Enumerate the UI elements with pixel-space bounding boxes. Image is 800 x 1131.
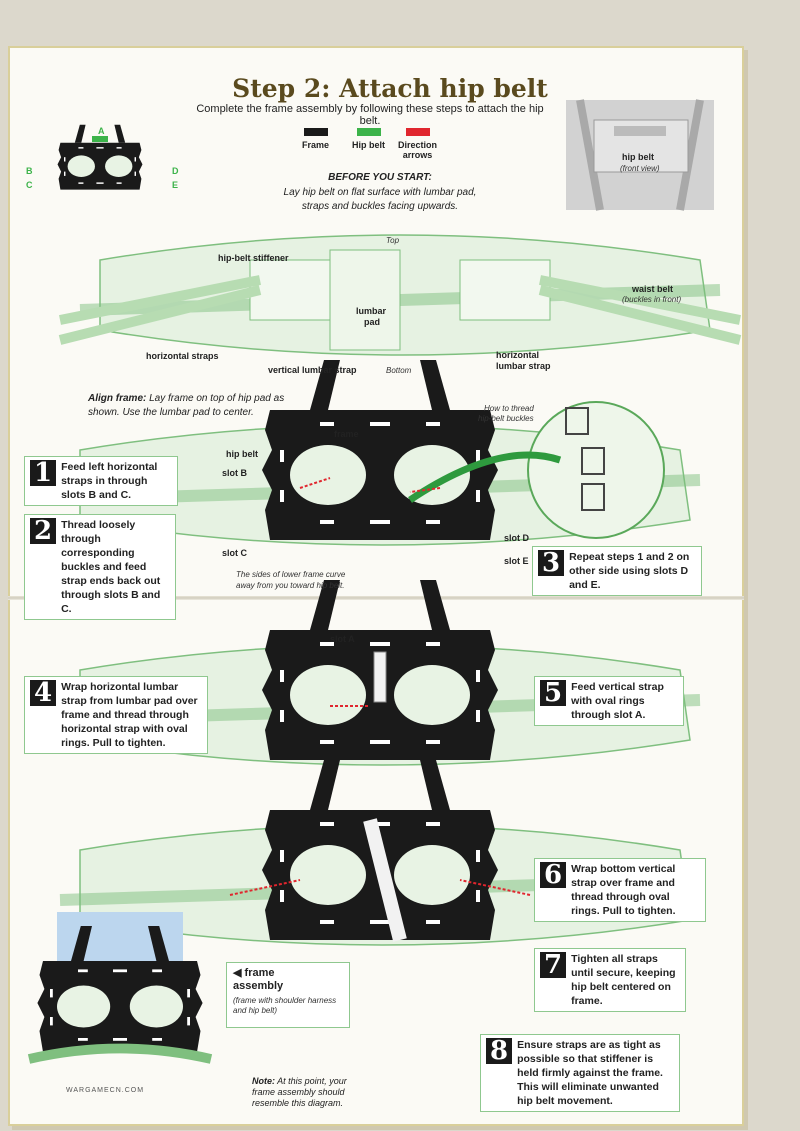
step-number: 6 [540,862,567,888]
step-text: Feed left horizontal straps in through s… [61,460,172,502]
front-view-sub: (front view) [620,164,660,173]
step-number: 7 [540,952,567,978]
step-1-bold: slots B and C. [61,489,132,501]
hip-belt-diagram [58,235,742,355]
label-frame: frame [334,429,359,439]
step-3-bold: slots D and E. [569,565,689,591]
step-7: 7 Tighten all straps until secure, keepi… [534,948,686,1012]
label-top: Top [386,236,400,245]
label-curve-1: The sides of lower frame curve [236,570,346,579]
label-waist-belt: waist belt [632,284,674,294]
frame-assembly-sub: (frame with shoulder harness and hip bel… [233,996,337,1015]
key-label-b: B [26,166,33,176]
step-text: Wrap horizontal lumbar strap from lumbar… [61,681,198,749]
label-slot-b: slot B [222,468,248,478]
note-lead: Note: [252,1076,275,1086]
before-line-2: straps and buckles facing upwards. [301,201,459,212]
step-8: 8 Ensure straps are as tight as possible… [480,1034,680,1112]
hip-belt-swatch [356,128,381,136]
before-text: Lay hip belt on flat surface with lumbar… [250,186,510,214]
label-curve-2: away from you toward hip belt. [236,581,345,590]
key-label-e: E [172,180,179,190]
legend-direction-label-2: arrows [402,150,433,160]
direction-swatch [405,128,430,136]
watermark: WARGAMECN.COM [66,1087,145,1094]
step-text: Feed vertical strap with oval rings thro… [571,680,678,722]
legend-frame-label: Frame [302,140,330,150]
step-4: 4 Wrap horizontal lumbar strap from lumb… [24,676,208,754]
label-horizontal-straps: horizontal straps [146,351,219,361]
label-slot-e: slot E [504,556,529,566]
step-4-5-diagram [60,580,700,765]
legend-frame: Frame [302,128,329,150]
label-slot-a: slot A [330,634,355,644]
step-number: 4 [30,680,57,706]
page-title: Step 2: Attach hip belt [232,74,548,103]
frame-assembly-title-1: frame [244,967,275,979]
label-pad: pad [364,317,381,327]
label-thread-1: How to thread [484,404,534,413]
align-lead: Align frame: [88,393,147,404]
label-slot-c: slot C [222,548,248,558]
step-3-pre: Repeat steps 1 and 2 on other side using [569,551,690,577]
step-5-bold: slot A. [613,709,646,721]
label-stiffener: hip-belt stiffener [218,253,289,263]
step-number: 8 [486,1038,513,1064]
frame-assembly-diagram [27,912,213,1064]
step-number: 5 [540,680,567,706]
note-body: At this point, your frame assembly shoul… [252,1076,347,1108]
align-body: Lay frame on top of hip pad as shown. Us… [88,393,285,418]
note-text: Note: At this point, your frame assembly… [252,1076,372,1109]
step-text: Repeat steps 1 and 2 on other side using… [569,550,696,592]
page-subtitle: Complete the frame assembly by following… [196,103,544,127]
step-5: 5 Feed vertical strap with oval rings th… [534,676,684,726]
step-number: 3 [538,550,565,576]
legend-direction: Direction arrows [398,128,437,160]
front-view-image [566,99,714,211]
step-3: 3 Repeat steps 1 and 2 on other side usi… [532,546,702,596]
before-title: BEFORE YOU START: [328,172,432,183]
legend-direction-label: Direction [398,140,438,150]
step-text: Tighten all straps until secure, keeping… [571,953,676,1007]
key-label-a: A [98,126,105,136]
frame-assembly-callout: ◀ frame assembly (frame with shoulder ha… [226,962,350,1028]
front-view-label: hip belt [622,152,654,162]
label-bottom: Bottom [386,366,412,375]
step-text: Ensure straps are as tight as possible s… [517,1039,663,1107]
before-line-1: Lay hip belt on flat surface with lumbar… [283,187,477,198]
frame-swatch [303,128,328,136]
thread-inset [408,401,665,539]
step-number: 2 [30,518,57,544]
label-lumbar-strap: lumbar strap [496,361,551,371]
align-frame-text: Align frame: Lay frame on top of hip pad… [88,392,288,420]
label-thread-2: hip-belt buckles [478,414,534,423]
step-2: 2 Thread loosely through corresponding b… [24,514,176,620]
step-6: 6 Wrap bottom vertical strap over frame … [534,858,706,922]
step-2-pre: Thread loosely through corresponding buc… [61,519,161,601]
label-lumbar: lumbar [356,306,387,316]
legend-hip-belt: Hip belt [352,128,385,150]
step-text: Thread loosely through corresponding buc… [61,518,170,616]
direction-arrows [229,477,531,896]
step-2-bold: slots B and C. [61,589,161,615]
label-vertical-lumbar: vertical lumbar strap [268,365,357,375]
step-1: 1 Feed left horizontal straps in through… [24,456,178,506]
key-label-c: C [26,180,33,190]
step-6-diagram [60,760,700,945]
frame-assembly-title: ◀ frame assembly [233,967,343,993]
paper-fold [8,596,744,600]
step-number: 1 [30,460,57,486]
key-label-d: D [172,166,179,176]
label-waist-sub: (buckles in front) [622,295,682,304]
step-text: Wrap bottom vertical strap over frame an… [571,863,676,917]
frame-assembly-title-2: assembly [233,980,284,992]
label-horizontal: horizontal [496,350,539,360]
step-5-pre: Feed vertical strap with oval rings thro… [571,681,664,721]
step-1-pre: Feed left horizontal straps in through [61,461,158,487]
callout-arrow-icon: ◀ [233,967,242,979]
legend-hip-belt-label: Hip belt [352,140,385,150]
label-slot-d: slot D [504,533,530,543]
label-hip-belt: hip belt [226,449,258,459]
